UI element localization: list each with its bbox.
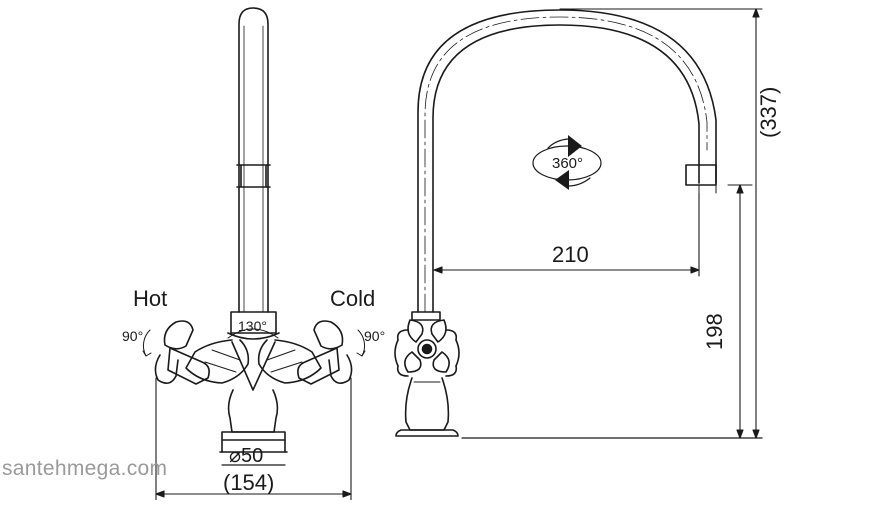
rotation-360-icon bbox=[532, 135, 602, 190]
reach-dimension bbox=[433, 192, 700, 277]
total-width-label: (154) bbox=[223, 470, 274, 495]
cold-label: Cold bbox=[330, 286, 375, 311]
spout-height-label: 198 bbox=[702, 313, 727, 350]
base-diameter-label: ⌀50 bbox=[229, 445, 263, 467]
reach-label: 210 bbox=[552, 242, 589, 267]
side-lower-body bbox=[404, 377, 450, 431]
side-collar bbox=[411, 311, 441, 321]
side-spout-outer bbox=[417, 9, 717, 313]
side-view bbox=[394, 9, 717, 437]
spout-height-dimension bbox=[727, 184, 753, 439]
total-height-label: (337) bbox=[756, 87, 781, 138]
hot-angle-label: 90° bbox=[122, 328, 143, 344]
front-view bbox=[142, 7, 366, 466]
side-base bbox=[395, 429, 459, 437]
hot-handle bbox=[154, 320, 210, 385]
front-body bbox=[230, 311, 277, 334]
cold-handle bbox=[297, 320, 353, 385]
side-cross-handle bbox=[394, 319, 460, 377]
watermark: santehmega.com bbox=[2, 457, 168, 480]
side-spout-tip bbox=[685, 164, 717, 186]
front-base bbox=[221, 431, 286, 441]
front-hot-arm bbox=[185, 339, 250, 384]
front-cold-arm bbox=[257, 339, 322, 384]
center-angle-arc bbox=[227, 328, 279, 339]
cold-angle-label: 90° bbox=[364, 328, 385, 344]
rotation-label: 360° bbox=[552, 155, 583, 172]
front-spout-inner-line bbox=[243, 25, 264, 313]
width-dimension bbox=[155, 377, 352, 501]
hot-angle-arc bbox=[142, 329, 151, 357]
side-spout-inner bbox=[432, 24, 700, 313]
side-spout-centerline bbox=[424, 16, 708, 313]
total-height-dimension bbox=[559, 8, 763, 439]
center-angle-label: 130° bbox=[238, 318, 267, 334]
hot-label: Hot bbox=[133, 286, 167, 311]
front-lower-body bbox=[227, 389, 279, 433]
labels: Hot Cold 90° 90° 130° 360° ⌀50 (154) 210… bbox=[122, 87, 781, 495]
front-spout-collar bbox=[236, 164, 271, 188]
front-spout-tube bbox=[238, 7, 269, 313]
